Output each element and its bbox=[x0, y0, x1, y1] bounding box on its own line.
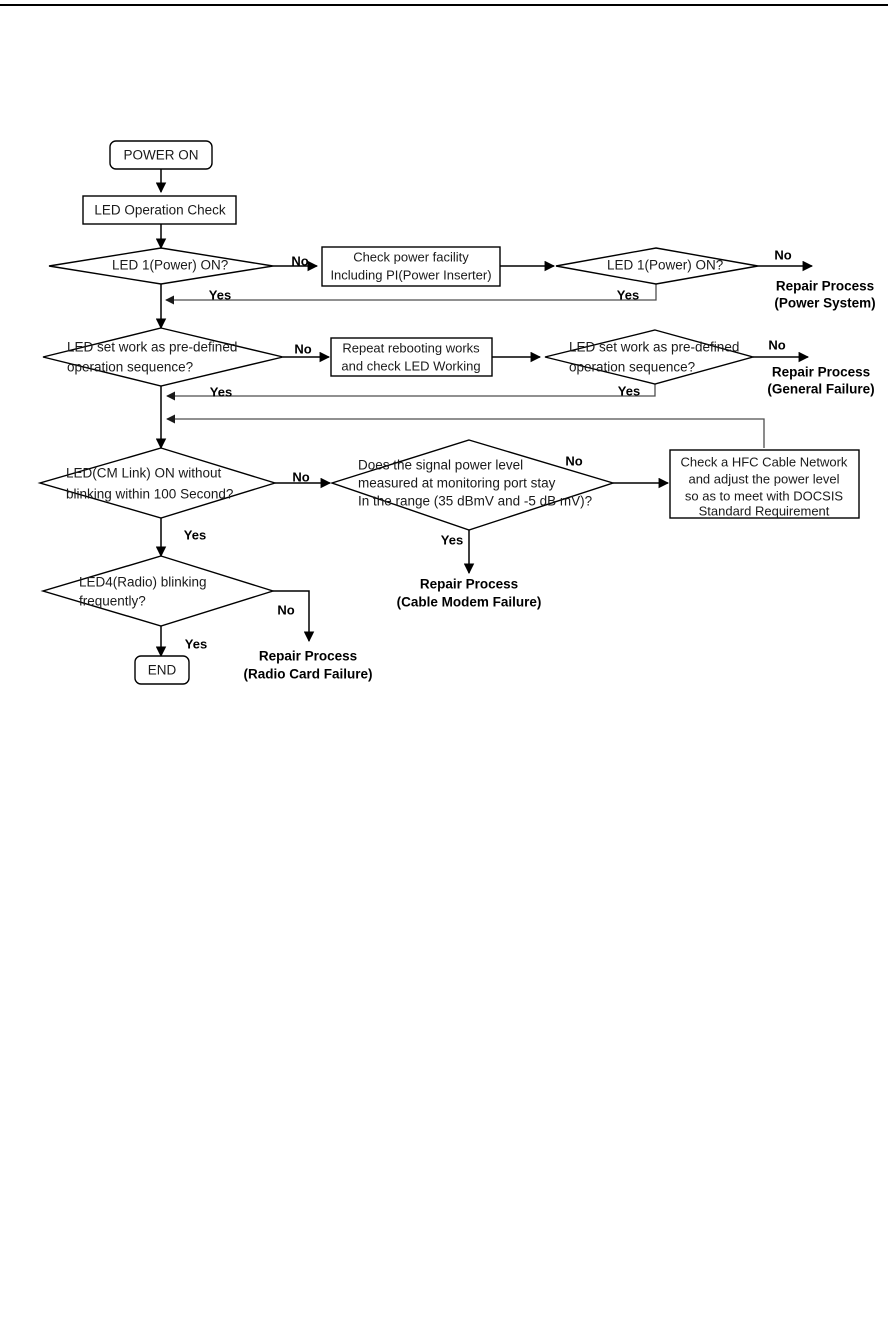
node-decision-cm-link: LED(CM Link) ON without blinking within … bbox=[37, 447, 278, 519]
node-repeat-rebooting-line-2: and check LED Working bbox=[341, 358, 480, 373]
node-led-check-label: LED Operation Check bbox=[94, 203, 226, 218]
node-check-hfc-network-line-4: Standard Requirement bbox=[699, 503, 830, 518]
edge-label-d4-yes: Yes bbox=[441, 532, 463, 547]
node-decision-led1-power-recheck: LED 1(Power) ON? bbox=[555, 247, 759, 285]
node-led-check: LED Operation Check bbox=[82, 195, 237, 225]
node-check-power-facility-line-1: Check power facility bbox=[353, 249, 469, 264]
node-repeat-rebooting: Repeat rebooting works and check LED Wor… bbox=[330, 337, 493, 377]
node-decision-signal-power-level: Does the signal power level measured at … bbox=[329, 439, 616, 531]
node-outcome-power-system: Repair Process (Power System) bbox=[774, 279, 875, 311]
node-start: POWER ON bbox=[109, 140, 213, 170]
edge-d1b-yes-feedback bbox=[165, 284, 657, 305]
node-repeat-rebooting-line-1: Repeat rebooting works bbox=[342, 340, 480, 355]
edge-label-d3-no: No bbox=[292, 469, 309, 484]
node-start-label: POWER ON bbox=[123, 148, 198, 163]
edge-label-d5-yes: Yes bbox=[185, 636, 207, 651]
node-end-label: END bbox=[148, 663, 177, 678]
node-check-power-facility: Check power facility Including PI(Power … bbox=[321, 246, 501, 287]
node-outcome-cable-modem-failure-line-1: Repair Process bbox=[420, 577, 518, 592]
edge-hfc-feedback-to-spine bbox=[166, 414, 765, 448]
edge-label-d1-no: No bbox=[291, 253, 308, 268]
node-decision-led-sequence-recheck-line-2: operation sequence? bbox=[569, 360, 695, 375]
node-check-hfc-network-line-3: so as to meet with DOCSIS bbox=[685, 488, 844, 503]
edge-d5-no-to-out4 bbox=[273, 590, 315, 643]
edge-label-d3-yes: Yes bbox=[184, 527, 206, 542]
node-outcome-radio-card-failure: Repair Process (Radio Card Failure) bbox=[243, 649, 372, 682]
node-check-hfc-network-line-2: and adjust the power level bbox=[688, 471, 839, 486]
node-decision-led4-radio-line-1: LED4(Radio) blinking bbox=[79, 575, 207, 590]
edge-label-d1b-no: No bbox=[774, 247, 791, 262]
node-decision-led-sequence-recheck: LED set work as pre-defined operation se… bbox=[544, 329, 756, 385]
node-outcome-radio-card-failure-line-1: Repair Process bbox=[259, 649, 357, 664]
node-check-power-facility-line-2: Including PI(Power Inserter) bbox=[330, 267, 491, 282]
node-decision-led1-power-line-1: LED 1(Power) ON? bbox=[112, 258, 228, 273]
node-decision-led-sequence-line-2: operation sequence? bbox=[67, 360, 193, 375]
edge-label-d4-no: No bbox=[565, 453, 582, 468]
node-decision-signal-power-level-line-2: measured at monitoring port stay bbox=[358, 476, 556, 491]
node-decision-led1-power-recheck-line-1: LED 1(Power) ON? bbox=[607, 258, 723, 273]
node-outcome-radio-card-failure-line-2: (Radio Card Failure) bbox=[243, 667, 372, 682]
node-outcome-power-system-line-1: Repair Process bbox=[776, 279, 874, 294]
node-outcome-cable-modem-failure: Repair Process (Cable Modem Failure) bbox=[397, 577, 542, 610]
node-decision-signal-power-level-line-1: Does the signal power level bbox=[358, 458, 523, 473]
node-check-hfc-network: Check a HFC Cable Network and adjust the… bbox=[669, 449, 860, 519]
node-decision-cm-link-line-2: blinking within 100 Second? bbox=[66, 487, 233, 502]
node-outcome-general-failure: Repair Process (General Failure) bbox=[767, 365, 874, 397]
edge-d2b-yes-feedback bbox=[166, 380, 656, 401]
edge-label-d2-no: No bbox=[294, 341, 311, 356]
node-outcome-general-failure-line-2: (General Failure) bbox=[767, 382, 874, 397]
edge-label-d2b-yes: Yes bbox=[618, 383, 640, 398]
node-decision-signal-power-level-line-3: In the range (35 dBmV and -5 dB mV)? bbox=[358, 494, 592, 509]
page-top-rule bbox=[0, 4, 888, 6]
node-end: END bbox=[134, 655, 190, 685]
node-decision-cm-link-line-1: LED(CM Link) ON without bbox=[66, 466, 222, 481]
node-decision-led-sequence-line-1: LED set work as pre-defined bbox=[67, 340, 237, 355]
node-decision-led4-radio: LED4(Radio) blinking frequently? bbox=[40, 555, 276, 627]
node-outcome-cable-modem-failure-line-2: (Cable Modem Failure) bbox=[397, 595, 542, 610]
node-decision-led1-power: LED 1(Power) ON? bbox=[48, 247, 274, 285]
node-decision-led4-radio-line-2: frequently? bbox=[79, 594, 146, 609]
edge-label-d5-no: No bbox=[277, 602, 294, 617]
node-outcome-general-failure-line-1: Repair Process bbox=[772, 365, 870, 380]
edge-label-d2b-no: No bbox=[768, 337, 785, 352]
node-decision-led-sequence-recheck-line-1: LED set work as pre-defined bbox=[569, 340, 739, 355]
node-check-hfc-network-line-1: Check a HFC Cable Network bbox=[681, 454, 848, 469]
edge-label-d1b-yes: Yes bbox=[617, 287, 639, 302]
edge-label-d1-yes: Yes bbox=[209, 287, 231, 302]
edge-label-d2-yes: Yes bbox=[210, 384, 232, 399]
node-outcome-power-system-line-2: (Power System) bbox=[774, 296, 875, 311]
node-decision-led-sequence: LED set work as pre-defined operation se… bbox=[42, 327, 284, 387]
